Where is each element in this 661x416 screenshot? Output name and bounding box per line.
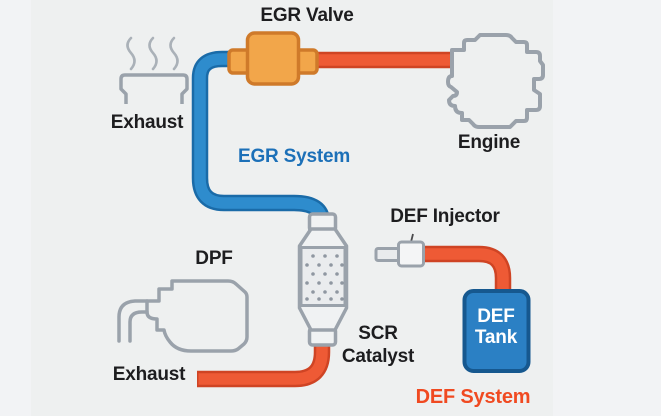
def-system-label: DEF System <box>415 386 531 408</box>
engine-label: Engine <box>457 132 521 153</box>
def-tank-label-line1: DEF <box>477 306 515 327</box>
dpf-label: DPF <box>195 248 233 269</box>
egr-valve-label: EGR Valve <box>260 5 354 26</box>
egr-valve-icon <box>227 31 319 86</box>
def-injector-icon <box>374 233 425 268</box>
def-tank-icon <box>462 289 531 373</box>
exhaust-pipe-scr-to-tailpipe <box>197 334 331 388</box>
scr-catalyst-icon <box>297 212 349 347</box>
engine-icon <box>446 33 545 129</box>
exhaust-bottom-label: Exhaust <box>112 364 186 385</box>
egr-pipe <box>191 50 331 229</box>
exhaust-outlet-icon <box>119 36 189 104</box>
injector-body <box>397 240 425 268</box>
catalyst-honeycomb-dots <box>305 254 344 301</box>
steam-lines-icon <box>126 36 179 71</box>
def-injector-label: DEF Injector <box>390 206 500 227</box>
exhaust-pipe-end <box>119 73 189 104</box>
dpf-icon <box>117 279 249 353</box>
scr-catalyst-label: SCR Catalyst <box>341 322 415 368</box>
def-tank-label-line2: Tank <box>474 327 518 348</box>
exhaust-top-label: Exhaust <box>110 112 184 133</box>
scr-catalyst-label-line2: Catalyst <box>341 346 415 367</box>
def-supply-pipe <box>420 245 512 296</box>
def-tank-label: DEF Tank <box>475 306 517 348</box>
egr-system-label: EGR System <box>238 146 351 167</box>
scr-catalyst-label-line1: SCR <box>358 323 398 344</box>
